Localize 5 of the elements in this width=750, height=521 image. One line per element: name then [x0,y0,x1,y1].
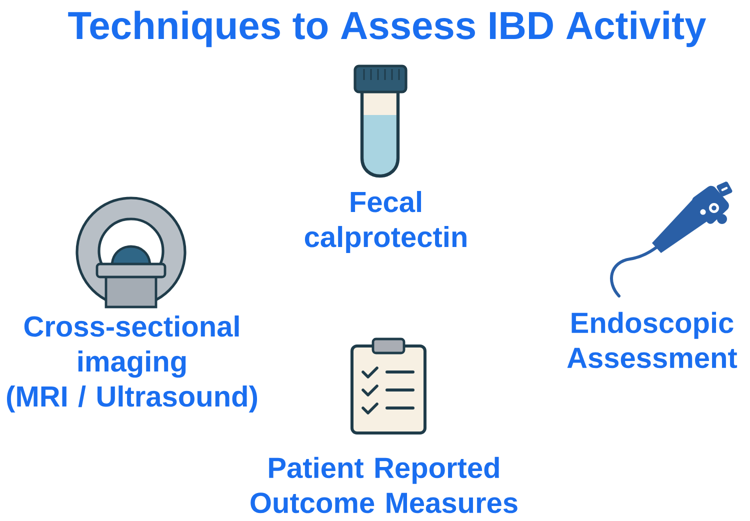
technique-label: Cross-sectional imaging (MRI / Ultrasound) [7,315,258,412]
technique-label: Fecal calprotectin [304,190,466,254]
technique-label: Patient Reported Outcome Measures [250,456,518,514]
title: Techniques to Assess IBD Activity [68,10,706,48]
technique-label: Endoscopic Assessment [567,312,738,368]
